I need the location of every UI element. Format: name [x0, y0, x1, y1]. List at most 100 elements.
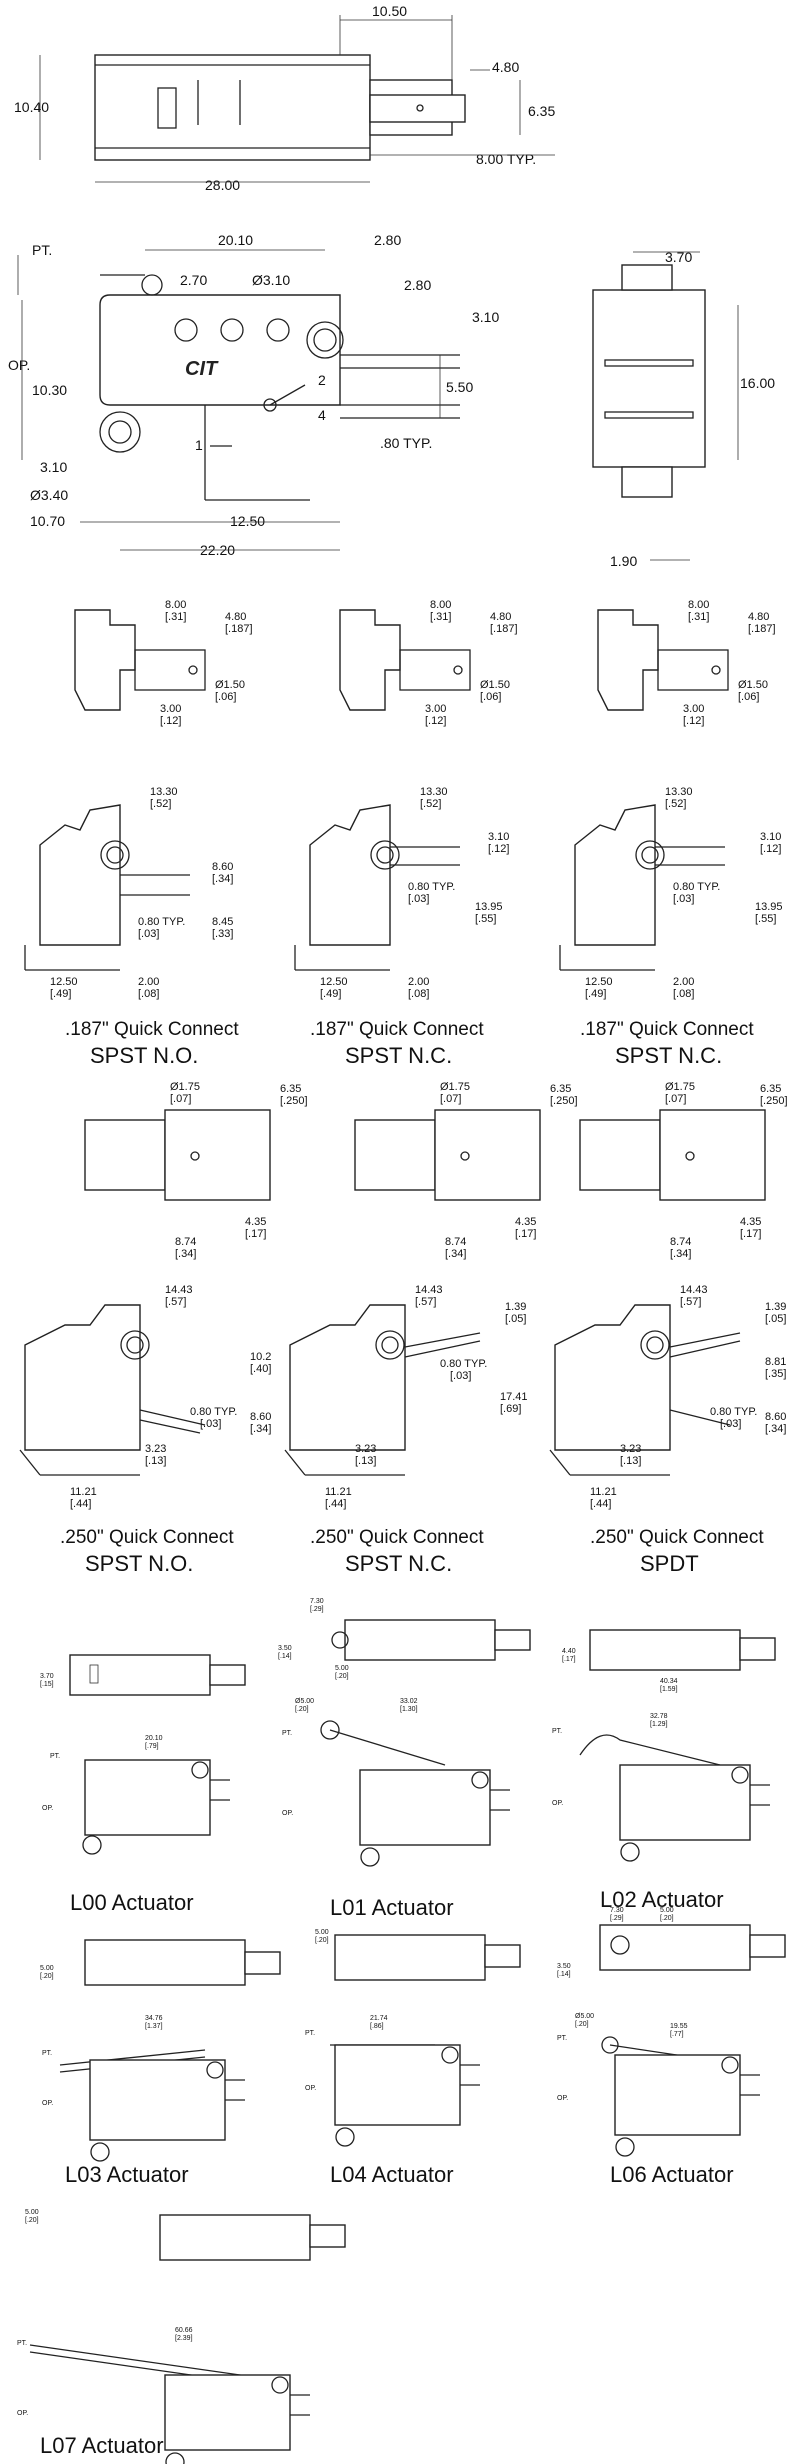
l07-d2: 60.66 — [175, 2327, 193, 2334]
l07-d5: OP. — [17, 2410, 28, 2417]
t250b-d3: [.250] — [550, 1095, 578, 1107]
qc187-3-d9: [.49] — [585, 988, 606, 1000]
l00-d0: 3.70 — [40, 1673, 54, 1680]
l06-d4: 3.50 — [557, 1963, 571, 1970]
t187-dim-1: 8.00 — [165, 599, 186, 611]
l06-d8: 19.55 — [670, 2023, 688, 2030]
end-dim-1-90: 1.90 — [610, 553, 637, 569]
t187c-dim-6: [.06] — [738, 691, 759, 703]
t250-d6: 8.74 — [175, 1236, 196, 1248]
qc250-3-d0: 14.43 — [680, 1284, 708, 1296]
qc250-3-d3: [.05] — [765, 1313, 786, 1325]
top-side-dim-1: 10.50 — [372, 3, 407, 19]
qc187-3-caption2: SPST N.C. — [615, 1043, 722, 1068]
l03-label: L03 Actuator — [65, 2162, 189, 2187]
front-dim-3-10: 3.10 — [472, 309, 499, 325]
qc187-1-caption2: SPST N.O. — [90, 1043, 198, 1068]
top-side-dim-2: 4.80 — [492, 59, 519, 75]
t187-dim-2: [.31] — [165, 611, 186, 623]
t187b-dim-2: [.31] — [430, 611, 451, 623]
l06-d5: [.14] — [557, 1971, 571, 1978]
front-dim-2-80a: 2.80 — [374, 232, 401, 248]
qc187-1-d3: [.34] — [212, 873, 233, 885]
qc187-3-d4: 0.80 TYP. — [673, 881, 720, 893]
top-side-dim-3: 10.40 — [14, 99, 49, 115]
t250c-d4: 4.35 — [740, 1216, 761, 1228]
qc187-3-d0: 13.30 — [665, 786, 693, 798]
front-dim-dia-3-40: Ø3.40 — [30, 487, 68, 503]
qc187-1-d5: [.03] — [138, 928, 159, 940]
front-dim-2-80b: 2.80 — [404, 277, 431, 293]
t187c-dim-8: [.12] — [683, 715, 704, 727]
qc187-2-d7: [.55] — [475, 913, 496, 925]
t187-dim-6: [.06] — [215, 691, 236, 703]
t187-dim-8: [.12] — [160, 715, 181, 727]
qc250-3-d4: 8.81 — [765, 1356, 786, 1368]
top-end-view: 3.70 16.00 1.90 — [592, 249, 775, 569]
l01-d4: 5.00 — [335, 1665, 349, 1672]
l07-d3: [2.39] — [175, 2335, 193, 2342]
qc250-3-d2: 1.39 — [765, 1301, 786, 1313]
t250-d1: [.07] — [170, 1093, 191, 1105]
l01-d0: 7.30 — [310, 1598, 324, 1605]
qc250-3-caption2: SPDT — [640, 1551, 699, 1576]
t250c-d7: [.34] — [670, 1248, 691, 1260]
qc187-1-d2: 8.60 — [212, 861, 233, 873]
qc187-3-d10: 2.00 — [673, 976, 694, 988]
t250c-d2: 6.35 — [760, 1083, 781, 1095]
qc250-2-caption2: SPST N.C. — [345, 1551, 452, 1576]
l01-d9: [1.30] — [400, 1706, 418, 1713]
t250-d2: 6.35 — [280, 1083, 301, 1095]
l06-d7: [.20] — [575, 2021, 589, 2028]
l03-d5: OP. — [42, 2100, 53, 2107]
l01-d8: 33.02 — [400, 1698, 418, 1705]
t187b-dim-7: 3.00 — [425, 703, 446, 715]
qc187-3-d7: [.55] — [755, 913, 776, 925]
qc250-3-d7: [.03] — [720, 1418, 741, 1430]
t187c-dim-1: 8.00 — [688, 599, 709, 611]
qc187-2-d5: [.03] — [408, 893, 429, 905]
actuator-l03: 5.00 [.20] 34.76 [1.37] PT. OP. L03 Actu… — [40, 1939, 281, 2187]
qc187-3-d5: [.03] — [673, 893, 694, 905]
qc250-3-caption1: .250" Quick Connect — [590, 1527, 764, 1548]
l03-d2: 34.76 — [145, 2015, 163, 2022]
qc250-3-d12: 11.21 — [590, 1486, 617, 1498]
qc250-2-d4: 0.80 TYP. — [440, 1358, 487, 1370]
top-side-dim-6: 28.00 — [205, 177, 240, 193]
top-side-dim-5: 8.00 TYP. — [476, 151, 536, 167]
qc250-item-3: 14.43 [.57] 1.39 [.05] 8.81 [.35] 0.80 T… — [549, 1284, 786, 1576]
l06-d6: Ø5.00 — [575, 2013, 594, 2020]
pin-1-label: 1 — [195, 437, 203, 453]
qc187-2-d2: 3.10 — [488, 831, 509, 843]
qc250-1-d7: [.34] — [250, 1423, 271, 1435]
qc250-2-d2: 1.39 — [505, 1301, 526, 1313]
t187c-dim-2: [.31] — [688, 611, 709, 623]
qc187-1-d8: 12.50 — [50, 976, 78, 988]
l04-d5: OP. — [305, 2085, 316, 2092]
qc250-3-d13: [.44] — [590, 1498, 611, 1510]
front-dim-80-typ: .80 TYP. — [380, 435, 432, 451]
l02-label: L02 Actuator — [600, 1887, 724, 1912]
qc187-2-d6: 13.95 — [475, 901, 503, 913]
l06-d3: [.20] — [660, 1915, 674, 1922]
qc250-1-caption1: .250" Quick Connect — [60, 1527, 234, 1548]
l04-d2: 21.74 — [370, 2015, 388, 2022]
t250c-d1: [.07] — [665, 1093, 686, 1105]
qc250-item-2: 14.43 [.57] 1.39 [.05] 0.80 TYP. [.03] 1… — [284, 1284, 528, 1576]
qc187-2-d11: [.08] — [408, 988, 429, 1000]
l02-d1: [.17] — [562, 1656, 576, 1663]
l02-d2: 40.34 — [660, 1678, 678, 1685]
actuator-l02: 4.40 [.17] 40.34 [1.59] 32.78 [1.29] PT.… — [552, 1629, 776, 1912]
t250c-d5: [.17] — [740, 1228, 761, 1240]
t250-d3: [.250] — [280, 1095, 308, 1107]
qc187-item-1: 13.30 [.52] 8.60 [.34] 0.80 TYP. [.03] 8… — [24, 786, 239, 1068]
pin-4-label: 4 — [318, 407, 326, 423]
front-dim-op: OP. — [8, 357, 30, 373]
end-dim-16-00: 16.00 — [740, 375, 775, 391]
qc250-1-d3: [.40] — [250, 1363, 271, 1375]
l02-d3: [1.59] — [660, 1686, 678, 1693]
t250b-d7: [.34] — [445, 1248, 466, 1260]
t187-dim-7: 3.00 — [160, 703, 181, 715]
l03-d1: [.20] — [40, 1973, 54, 1980]
l02-d7: OP. — [552, 1800, 563, 1807]
